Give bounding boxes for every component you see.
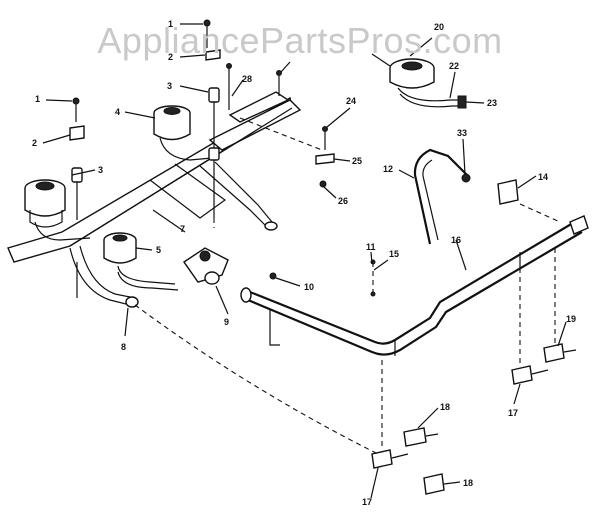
burner-valve-center: [403, 427, 439, 447]
burner-support-frame: [7, 91, 302, 263]
callout-18-bottom: 18: [463, 478, 473, 488]
callout-12: 12: [383, 164, 393, 174]
callout-5: 5: [156, 245, 161, 255]
fasteners-left: [69, 19, 282, 298]
callout-19: 19: [566, 314, 576, 324]
callout-33: 33: [457, 128, 467, 138]
callout-15: 15: [389, 249, 399, 259]
burner-front-left: [103, 232, 179, 291]
burner-valve-bottom: [371, 449, 409, 469]
callout-14: 14: [538, 172, 548, 182]
callout-20: 20: [434, 22, 444, 32]
callout-leaders: [42, 23, 567, 499]
callout-24: 24: [346, 96, 356, 106]
orifice-holder-top: [461, 173, 519, 205]
burner-rear-left: [24, 179, 91, 241]
callout-2-left: 2: [32, 138, 37, 148]
callout-16: 16: [451, 235, 461, 245]
gas-tube: [413, 148, 469, 245]
burner-valve-far-right: [543, 343, 577, 363]
callout-22: 22: [449, 61, 459, 71]
callout-23: 23: [487, 98, 497, 108]
manifold-pipe: [240, 215, 589, 356]
callout-1-top: 1: [168, 19, 173, 29]
fasteners-center: [315, 126, 335, 188]
callout-25: 25: [352, 156, 362, 166]
callout-8: 8: [121, 342, 126, 352]
callout-10: 10: [304, 282, 314, 292]
bracket-bottom: [423, 473, 445, 495]
callout-7: 7: [180, 224, 185, 234]
callout-1-left: 1: [35, 94, 40, 104]
assembly-guide-lines: [134, 117, 561, 456]
callout-17-right: 17: [508, 408, 518, 418]
burner-valve-right: [511, 365, 549, 385]
callout-17-bottom: 17: [362, 497, 372, 507]
bracket-center: [269, 272, 277, 280]
burner-rear-right-top: [371, 53, 467, 109]
venturi-tube: [69, 245, 139, 308]
callout-18-center: 18: [440, 402, 450, 412]
callout-26: 26: [338, 196, 348, 206]
callout-4: 4: [115, 107, 120, 117]
pressure-regulator: [183, 247, 229, 285]
callout-11: 11: [366, 242, 376, 252]
callout-28: 28: [242, 74, 252, 84]
callout-numbers: 1 2 3 28 1 2 4 3 5 7 8 9 10 20 22 23 24 …: [32, 19, 576, 507]
callout-2-top: 2: [168, 52, 173, 62]
burner-rear-right: [153, 105, 213, 161]
callout-9: 9: [224, 317, 229, 327]
callout-3-left: 3: [98, 165, 103, 175]
callout-3-top: 3: [167, 81, 172, 91]
